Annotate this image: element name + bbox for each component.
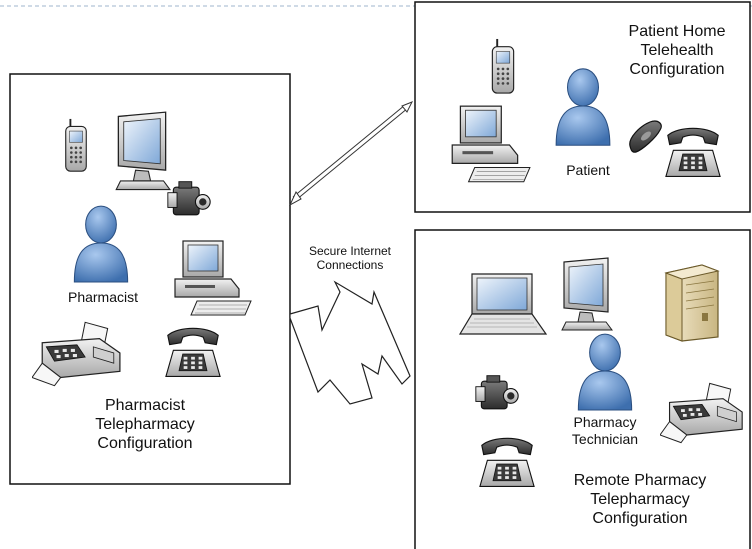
telephone-icon <box>479 437 535 487</box>
remote-pharmacy-zone-title: Remote Pharmacy Telepharmacy Configurati… <box>545 471 735 529</box>
telephone-icon <box>665 127 721 177</box>
server-icon <box>665 264 719 342</box>
pharmacist-person-label: Pharmacist <box>67 289 139 305</box>
pharmacist-title-line-3: Configuration <box>97 435 193 453</box>
connection-label-line-1: Secure Internet <box>308 244 392 258</box>
pharmacist-title-line-2: Telepharmacy <box>95 416 195 434</box>
patient-home-title-line-2: Telehealth <box>640 42 714 60</box>
double-arrow-icon <box>288 101 414 207</box>
patient-person-label: Patient <box>566 162 610 178</box>
patient-home-zone-title: Patient Home Telehealth Configuration <box>612 22 742 80</box>
patient-home-title-line-1: Patient Home <box>628 23 726 40</box>
patient-home-title-line-3: Configuration <box>629 61 725 79</box>
cell-phone-icon <box>64 117 88 173</box>
remote-pharmacy-title-line-3: Configuration <box>592 510 688 528</box>
pharmacist-zone-title: Pharmacist Telepharmacy Configuration <box>55 396 235 454</box>
connection-label-line-2: Connections <box>316 258 384 273</box>
pharmacy-technician-line-2: Technician <box>571 430 639 447</box>
remote-pharmacy-title-line-2: Telepharmacy <box>590 491 690 509</box>
pharmacy-technician-line-1: Pharmacy <box>573 414 637 430</box>
pharmacy-technician-label: Pharmacy Technician <box>555 414 655 448</box>
telephone-icon <box>165 327 221 377</box>
lightning-connection-icon <box>289 280 411 405</box>
cell-phone-icon <box>491 38 515 95</box>
remote-pharmacy-title-line-1: Remote Pharmacy <box>573 472 707 489</box>
pharmacist-title-line-1: Pharmacist <box>104 397 186 414</box>
connection-label: Secure Internet Connections <box>290 244 410 273</box>
